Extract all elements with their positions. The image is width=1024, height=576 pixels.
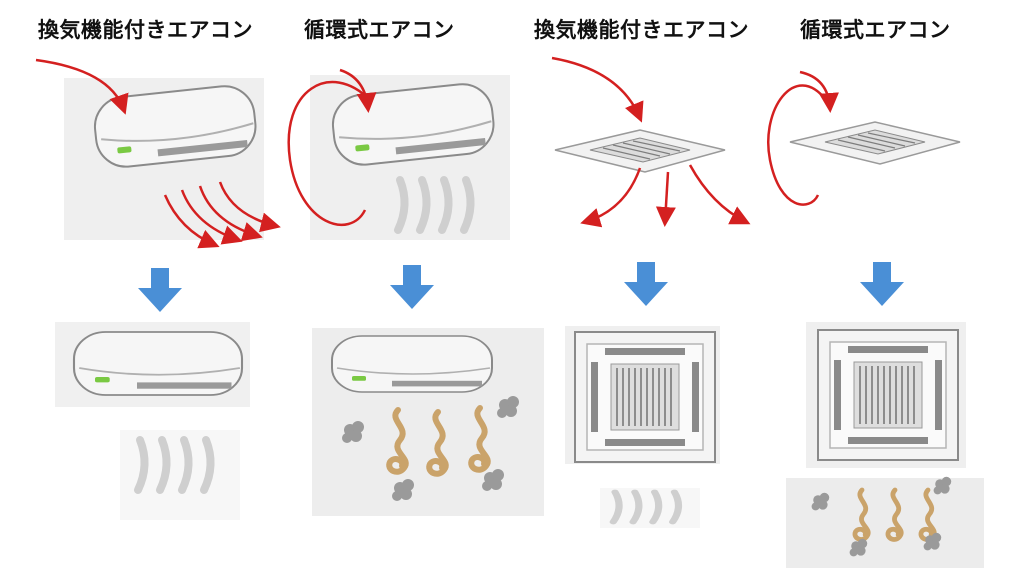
col4-cassette-front — [817, 329, 959, 461]
col3-result-scene — [565, 326, 720, 528]
col3-cassette-front — [574, 331, 716, 463]
column-title-4: 循環式エアコン — [800, 18, 951, 42]
col2-top-scene — [287, 68, 510, 240]
col2-result-scene — [312, 328, 544, 516]
col1-top-scene — [35, 58, 281, 249]
col2-circulation-arrow — [287, 80, 371, 227]
col1-intake-arrow — [35, 58, 129, 115]
col1-down-arrow — [138, 268, 182, 312]
col3-exhaust-arrows — [580, 164, 751, 228]
col1-exhaust-arrows — [163, 181, 281, 249]
col1-result-scene — [55, 322, 250, 520]
col3-cassette-unit — [554, 129, 726, 173]
col3-down-arrow — [624, 262, 668, 306]
col4-cassette-unit — [789, 121, 961, 165]
col2-down-arrow — [390, 265, 434, 309]
column-title-2: 循環式エアコン — [304, 18, 455, 42]
col3-intake-arrow — [551, 56, 644, 123]
col4-dirty-air-bg — [786, 478, 984, 568]
column-title-1: 換気機能付きエアコン — [38, 18, 253, 42]
col4-circulation-arrow — [767, 84, 827, 206]
col4-result-scene — [786, 322, 984, 568]
col4-down-arrow — [860, 262, 904, 306]
col3-top-scene — [551, 56, 751, 228]
column-title-3: 換気機能付きエアコン — [534, 18, 749, 42]
col4-top-scene — [767, 70, 961, 206]
